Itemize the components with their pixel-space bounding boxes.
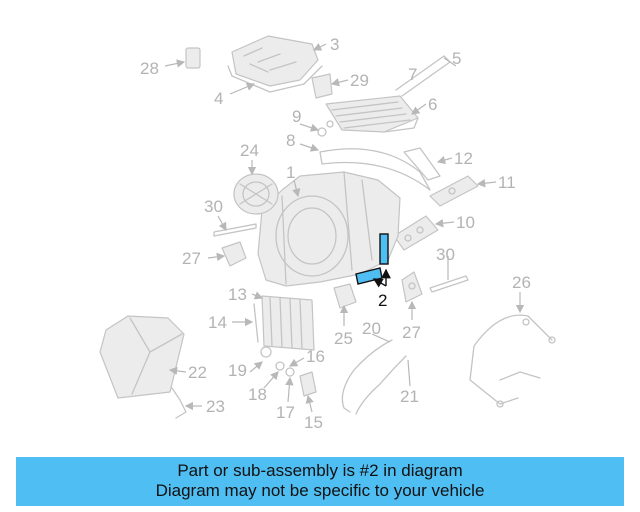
part-bracket-27 [401, 271, 423, 303]
callout-12: 12 [454, 149, 473, 168]
part-evaporator [325, 95, 419, 133]
part-rod-30b [429, 275, 469, 293]
part-clip-29a [185, 47, 201, 69]
callout-10: 10 [456, 213, 475, 232]
part-bracket-23 [171, 387, 187, 419]
part-actuator-25 [333, 283, 357, 309]
part-actuator-10 [393, 215, 439, 251]
part-fitting-9 [317, 120, 334, 137]
callout-5: 5 [452, 49, 461, 68]
callout-7: 7 [408, 65, 417, 84]
callout-17: 17 [276, 403, 295, 422]
part-tube-14 [253, 303, 259, 343]
callout-20: 20 [362, 319, 381, 338]
callout-11: 11 [498, 173, 516, 192]
callout-29b: 29 [350, 71, 369, 90]
callout-4: 4 [214, 89, 223, 108]
callout-1: 1 [286, 163, 295, 182]
part-hoses [341, 339, 407, 415]
part-bracket-29b [311, 73, 333, 99]
callout-18: 18 [248, 385, 267, 404]
part-rod-7 [395, 55, 451, 97]
callout-labels: 28 3 4 29 5 7 6 9 8 12 11 24 1 30 10 30 … [140, 35, 531, 432]
callout-28: 27 [182, 249, 201, 268]
callout-15: 15 [304, 413, 323, 432]
callout-24: 24 [240, 141, 259, 160]
part-actuator-11 [429, 175, 479, 207]
callout-25: 25 [334, 329, 353, 348]
callout-3: 3 [330, 35, 339, 54]
callout-29a: 28 [140, 59, 159, 78]
part-bracket-28 [221, 241, 247, 267]
part-wiring-harness [469, 314, 556, 408]
part-heater-core [261, 295, 315, 351]
callout-30a: 30 [204, 197, 223, 216]
callout-8: 8 [286, 131, 295, 150]
callout-leaders [164, 43, 525, 413]
part-duct-12 [319, 147, 441, 191]
callout-22: 22 [188, 363, 207, 382]
callout-6: 6 [428, 95, 437, 114]
callout-2: 2 [378, 291, 387, 310]
callout-13: 13 [228, 285, 247, 304]
callout-14: 14 [208, 313, 227, 332]
callout-30b: 30 [436, 245, 455, 264]
callout-27: 27 [402, 323, 421, 342]
banner-line-disclaimer: Diagram may not be specific to your vehi… [155, 481, 485, 500]
part-hvac-case [257, 171, 401, 287]
info-banner: Part or sub-assembly is #2 in diagram Di… [16, 457, 624, 506]
part-blower-motor [233, 173, 279, 215]
part-rod-30a [213, 223, 257, 237]
callout-19: 19 [228, 361, 247, 380]
banner-line-part: Part or sub-assembly is #2 in diagram [177, 461, 463, 480]
callout-21: 21 [400, 387, 419, 406]
callout-9: 9 [292, 107, 301, 126]
part-2-highlighted [355, 233, 391, 288]
callout-16: 16 [306, 347, 325, 366]
callout-23: 23 [206, 397, 225, 416]
part-housing-cover [227, 35, 323, 93]
part-lower-housing [99, 315, 185, 399]
parts-diagram: 28 3 4 29 5 7 6 9 8 12 11 24 1 30 10 30 … [99, 35, 556, 432]
callout-26: 26 [512, 273, 531, 292]
part-fittings-small [260, 346, 317, 397]
